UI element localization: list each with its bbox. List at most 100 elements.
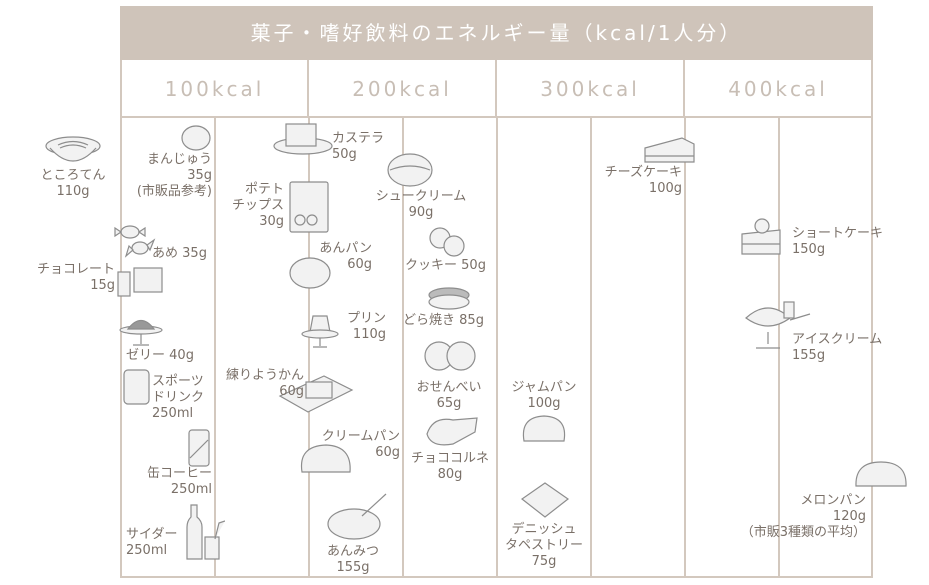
item-name: ドリンク — [152, 390, 205, 405]
item-amount: 80g — [437, 467, 463, 482]
item-name: チップス — [231, 198, 284, 213]
item-amount: 250ml — [152, 406, 194, 421]
item-name: チョココルネ — [410, 451, 489, 466]
divider — [214, 118, 216, 578]
dorayaki-icon — [428, 287, 470, 310]
item-note: （市販3種類の平均） — [740, 525, 866, 540]
item-name: チョコレート — [36, 262, 115, 277]
item-amount: 85g — [459, 313, 484, 328]
item-amount: 50g — [461, 258, 486, 273]
sports-drink-icon — [123, 369, 150, 405]
item-name: 練りようかん — [225, 368, 304, 383]
item-name: ゼリー — [126, 348, 166, 363]
potato-chips-icon — [289, 181, 329, 233]
column-400kcal: 400kcal — [685, 60, 873, 118]
item-name: タペストリー — [504, 538, 583, 553]
candy-icon — [114, 225, 156, 258]
column-200kcal: 200kcal — [309, 60, 497, 118]
cream-pan-icon — [300, 444, 351, 473]
chocolate-icon — [117, 267, 163, 297]
pudding-icon — [301, 315, 339, 348]
danish-icon — [520, 482, 570, 518]
senbei-icon — [424, 341, 476, 371]
item-amount: 30g — [259, 214, 284, 229]
yokan-icon — [278, 375, 354, 413]
item-name: サイダー — [126, 527, 178, 542]
divider — [402, 118, 404, 578]
cheesecake-icon — [644, 137, 695, 163]
item-amount: 100g — [648, 181, 682, 196]
item-name: ところてん — [40, 168, 106, 183]
item-amount: 60g — [375, 445, 400, 460]
jam-pan-icon — [522, 415, 566, 442]
jelly-icon — [119, 319, 163, 346]
divider — [496, 118, 498, 578]
item-amount: 50g — [332, 147, 357, 162]
cream-puff-icon — [387, 153, 433, 187]
divider — [590, 118, 592, 578]
item-name: カステラ — [332, 131, 385, 146]
item-amount: 35g — [187, 168, 212, 183]
item-amount: 155g — [792, 348, 826, 363]
item-amount: 40g — [169, 348, 194, 363]
item-name: デニッシュ — [511, 522, 577, 537]
item-amount: 110g — [56, 184, 90, 199]
anmitsu-icon — [327, 493, 387, 540]
item-cookie: クッキー 50g — [405, 258, 486, 274]
item-dorayaki: どら焼き 85g — [403, 313, 484, 329]
item-amount: 75g — [531, 554, 557, 569]
item-amount: 150g — [792, 242, 826, 257]
item-name: ジャムパン — [511, 380, 577, 395]
castella-icon — [273, 123, 333, 155]
item-jelly: ゼリー 40g — [126, 348, 194, 364]
item-amount: 250ml — [126, 543, 168, 558]
cookie-icon — [429, 227, 465, 257]
item-amount: 60g — [347, 257, 372, 272]
item-name: おせんべい — [416, 380, 482, 395]
item-name: スポーツ — [152, 374, 204, 389]
manju-icon — [181, 125, 211, 151]
item-amount: 120g — [832, 509, 866, 524]
item-note: (市販品参考) — [136, 184, 212, 199]
item-name: アイスクリーム — [792, 332, 883, 347]
item-amount: 15g — [90, 278, 115, 293]
column-300kcal: 300kcal — [497, 60, 685, 118]
item-name: あめ — [152, 246, 179, 261]
item-amount: 35g — [182, 246, 207, 261]
item-name: ポテト — [244, 182, 284, 197]
item-amount: 100g — [527, 396, 561, 411]
item-name: あんみつ — [326, 544, 379, 559]
item-amount: 60g — [279, 384, 304, 399]
choco-cornet-icon — [426, 417, 478, 446]
item-amount: 110g — [352, 327, 386, 342]
item-candy: あめ 35g — [152, 246, 207, 262]
tokoroten-icon — [45, 136, 101, 162]
item-amount: 90g — [408, 205, 434, 220]
item-name: クリームパン — [321, 429, 400, 444]
divider — [684, 118, 686, 578]
ice-cream-icon — [745, 301, 811, 349]
divider — [308, 118, 310, 578]
melon-pan-icon — [855, 461, 907, 487]
item-name: どら焼き — [403, 313, 456, 328]
item-name: まんじゅう — [146, 152, 212, 167]
item-name: あんパン — [319, 241, 372, 256]
item-name: ショートケーキ — [792, 226, 884, 241]
column-100kcal: 100kcal — [120, 60, 309, 118]
